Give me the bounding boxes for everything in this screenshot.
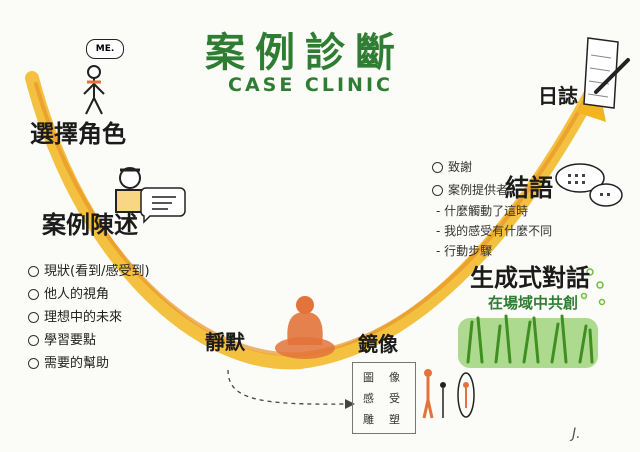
list-item: 致謝: [432, 158, 508, 175]
bullet-icon: [28, 312, 39, 323]
list-item: 案例提供者: [432, 181, 508, 198]
conclusion-list: 致謝 案例提供者: [432, 158, 508, 206]
page-title: 案例診斷: [205, 30, 405, 76]
dashed-arrowhead: [345, 399, 355, 409]
step-mirror: 鏡像: [358, 332, 398, 356]
step-silence: 靜默: [205, 330, 245, 354]
list-item: 現狀(看到/感受到): [28, 260, 150, 279]
case-statement-list: 現狀(看到/感受到) 他人的視角 理想中的未來 學習要點 需要的幫助: [28, 260, 150, 371]
bullet-icon: [432, 162, 443, 173]
list-item: - 什麼觸動了這時: [436, 204, 529, 218]
mirror-grid-cell: 像: [389, 371, 400, 384]
list-item: 需要的幫助: [28, 352, 150, 371]
bullet-icon: [28, 335, 39, 346]
list-item: - 行動步驟: [436, 244, 493, 258]
step-generative-dialogue: 生成式對話: [470, 264, 590, 292]
list-item: 學習要點: [28, 329, 150, 348]
speaker-shirt: [117, 191, 145, 211]
list-item: 他人的視角: [28, 283, 150, 302]
meditating-figure: [275, 296, 335, 359]
grass-field: [458, 268, 606, 368]
mirror-grid-cell: 雕: [363, 413, 374, 426]
step-journal: 日誌: [538, 84, 578, 108]
process-arc-outer: [25, 71, 597, 370]
list-item: 理想中的未來: [28, 306, 150, 325]
step-case-statement: 案例陳述: [42, 211, 138, 239]
journal-notebook: [583, 37, 630, 109]
mirror-figures: [422, 369, 475, 419]
conclusion-dash-list: - 什麼觸動了這時 - 我的感受有什麼不同 - 行動步驟: [436, 202, 552, 259]
mirror-grid-cell: 感: [363, 392, 374, 405]
bullet-icon: [28, 266, 39, 277]
speech-bubble-dots: [152, 196, 176, 210]
bullet-icon: [432, 185, 443, 196]
mirror-grid-cell: 圖: [363, 371, 374, 384]
artist-signature: J.: [572, 426, 581, 442]
mirror-grid: 圖 像 感 受 雕 塑: [352, 362, 416, 434]
list-item: - 我的感受有什麼不同: [436, 224, 553, 238]
bullet-icon: [28, 289, 39, 300]
step-choose-role: 選擇角色: [30, 120, 126, 148]
step-conclusion: 結語: [505, 174, 553, 202]
speech-bubble: [140, 187, 186, 224]
bullet-icon: [28, 358, 39, 369]
page-subtitle: CASE CLINIC: [228, 74, 393, 96]
mirror-grid-cell: 塑: [389, 413, 400, 426]
me-speech-bubble: ME.: [86, 39, 124, 59]
generative-dialogue-sub: 在場域中共創: [488, 294, 579, 312]
dashed-arrow: [227, 369, 346, 405]
stick-figure: [83, 65, 105, 115]
conclusion-bubbles: [555, 163, 623, 207]
mirror-grid-cell: 受: [389, 392, 400, 405]
